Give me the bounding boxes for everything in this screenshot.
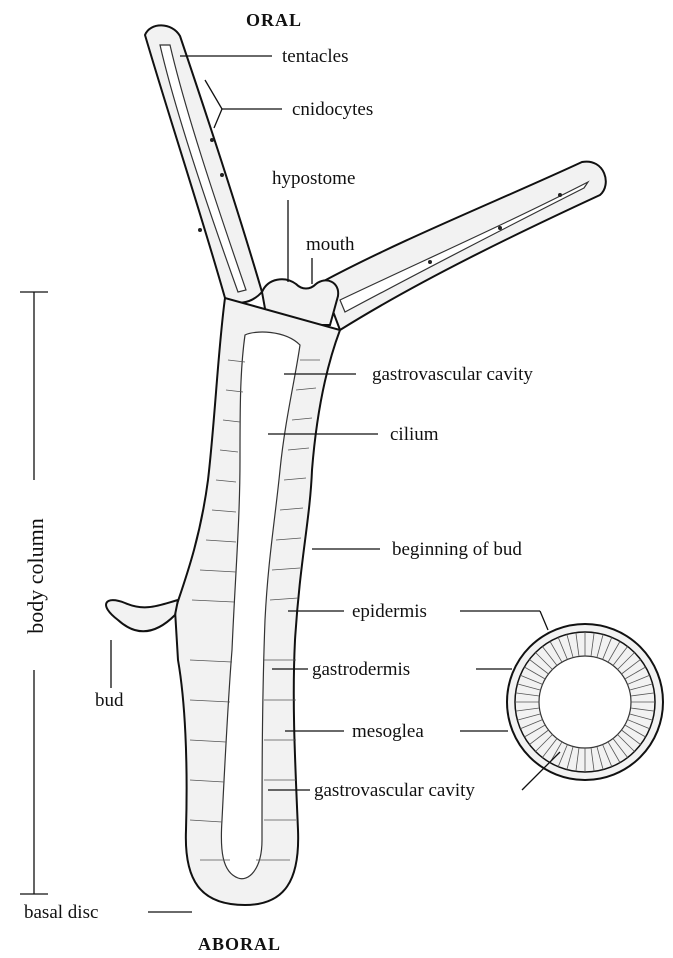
gastrodermis-label: gastrodermis (312, 659, 410, 680)
aboral-label: ABORAL (198, 934, 281, 954)
tentacles-label: tentacles (282, 46, 348, 67)
beginning-of-bud-label: beginning of bud (392, 539, 522, 560)
bud-shape (106, 600, 178, 631)
bud-label: bud (95, 690, 124, 711)
basal-disc-label: basal disc (24, 902, 98, 923)
mouth-label: mouth (306, 234, 355, 255)
hydra-body (106, 25, 606, 905)
mesoglea-label: mesoglea (352, 721, 424, 742)
hypostome-label: hypostome (272, 168, 355, 189)
epidermis-label: epidermis (352, 601, 427, 622)
cnidocytes-label: cnidocytes (292, 99, 373, 120)
right-tentacle-cavity (340, 182, 588, 312)
cross-section-cavity (539, 656, 631, 748)
cross-section (507, 624, 663, 780)
cilium-label: cilium (390, 424, 439, 445)
left-tentacle-cavity (160, 45, 246, 292)
body-column-scale: body column (20, 292, 48, 894)
gastrovascular-cavity-bottom-label: gastrovascular cavity (314, 780, 475, 801)
oral-label: ORAL (246, 10, 302, 30)
body-column-label: body column (23, 518, 48, 634)
gastrovascular-cavity-top-label: gastrovascular cavity (372, 364, 533, 385)
